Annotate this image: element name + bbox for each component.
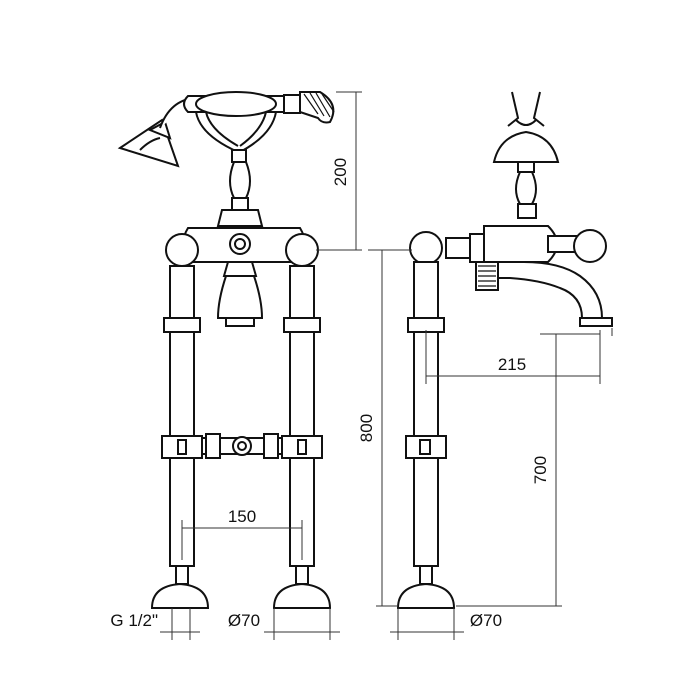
handle-grip-hatch [303,92,335,118]
right-pipe [281,265,323,567]
hand-shower-handle [183,91,335,124]
dimension-spout-projection: 215 [498,355,526,374]
side-cradle [492,91,560,219]
dimension-total-height: 800 [357,414,376,442]
central-column [216,149,264,227]
side-pipe [396,231,456,609]
mixer-body [165,227,319,327]
hand-shower-head [117,97,196,168]
side-body-and-spout [445,225,613,327]
side-view [396,91,613,609]
dimension-handshower-height: 200 [331,158,350,186]
dimension-front-base-diameter: Ø70 [228,611,260,630]
side-hose-hatch [478,265,496,287]
dimension-pipe-spacing: 150 [228,507,256,526]
dimension-spout-height: 700 [531,456,550,484]
front-base-flanges [150,565,332,609]
cross-connection [201,433,283,459]
cradle-fork [195,111,277,153]
front-view [117,91,335,609]
dimension-side-base-diameter: Ø70 [470,611,502,630]
dimension-lines [160,91,613,640]
dimension-connection-thread: G 1/2ʺ [110,611,158,630]
